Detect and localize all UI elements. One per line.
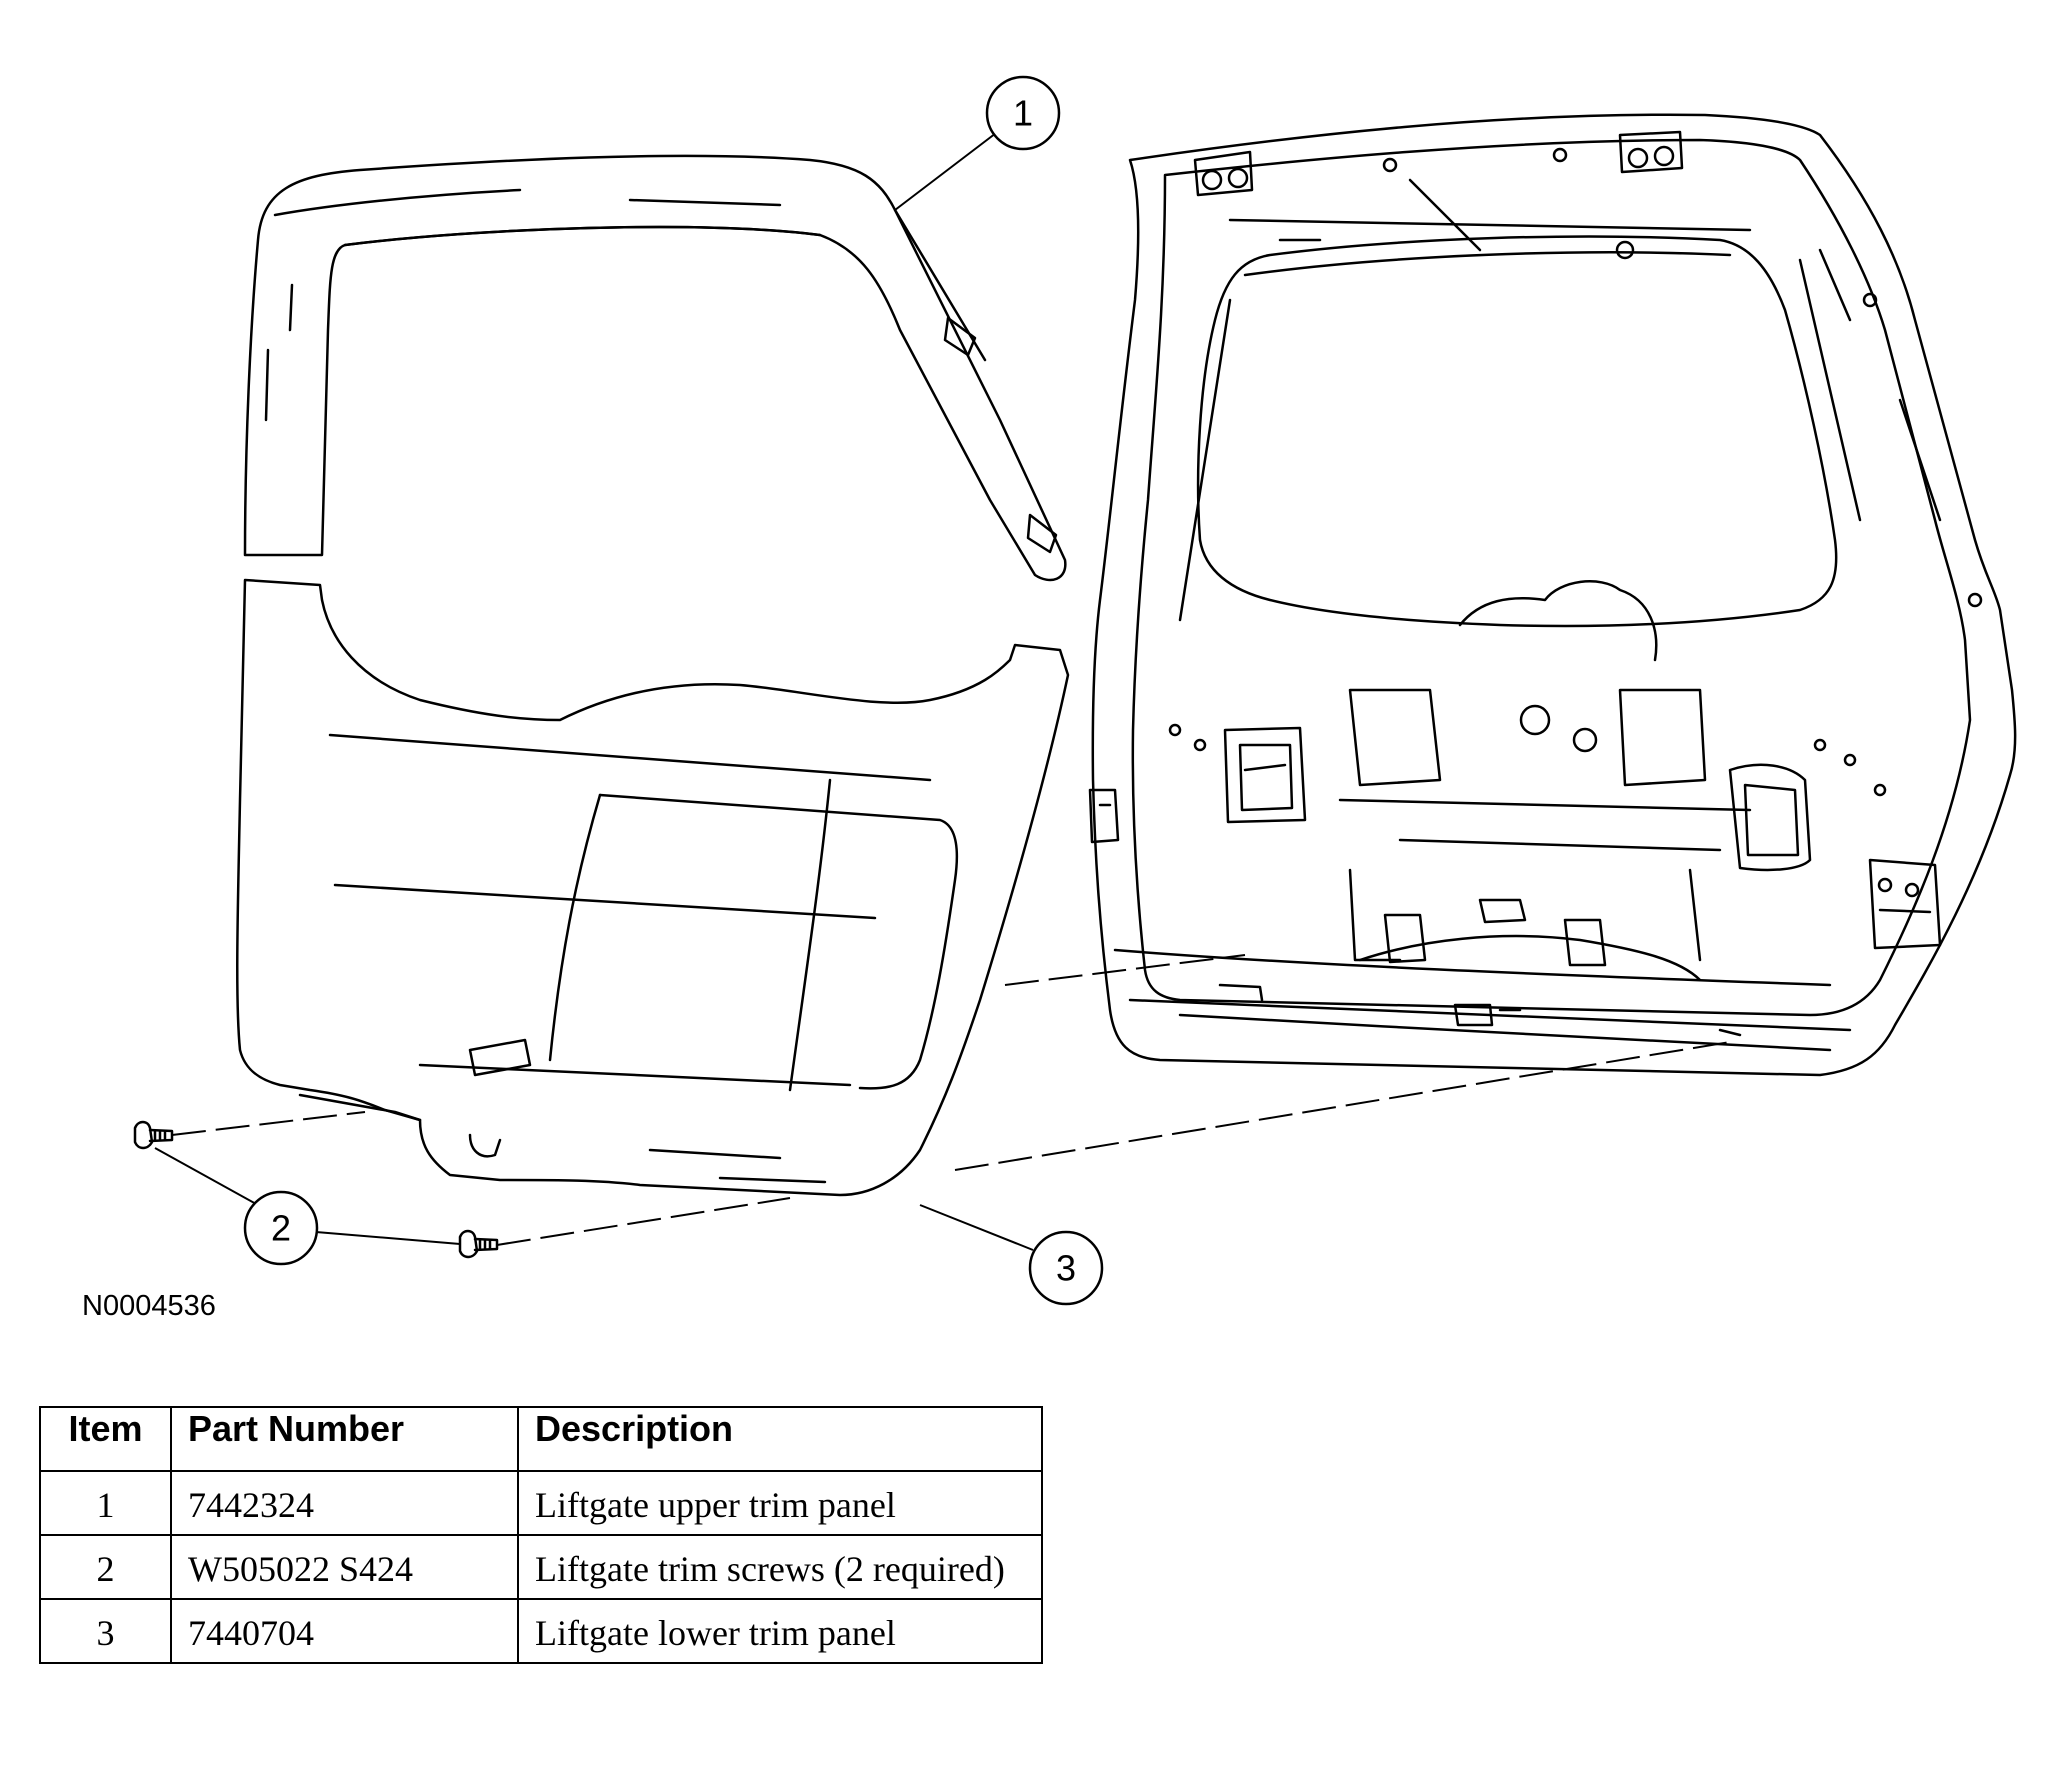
svg-text:1: 1: [1013, 93, 1033, 134]
liftgate-inner-panel: [1088, 113, 2017, 1077]
row-description: Liftgate upper trim panel: [517, 1470, 1043, 1536]
table-row: 3 7440704 Liftgate lower trim panel: [39, 1598, 1043, 1664]
alignment-line-lower: [954, 1041, 1731, 1171]
callout-leader-2b: [315, 1231, 461, 1245]
header-item: Item: [39, 1406, 172, 1472]
callout-leader-3: [919, 1204, 1034, 1251]
callout-leader-2a: [154, 1147, 259, 1206]
row-item: 2: [39, 1534, 172, 1600]
callout-1: 1: [985, 75, 1061, 151]
row-description: Liftgate trim screws (2 required): [517, 1534, 1043, 1600]
row-part-number: W505022 S424: [170, 1534, 519, 1600]
table-header-row: Item Part Number Description: [39, 1406, 1043, 1472]
trim-screw-left: [133, 1120, 174, 1150]
alignment-line-left-screw: [171, 1111, 366, 1136]
table-row: 1 7442324 Liftgate upper trim panel: [39, 1470, 1043, 1536]
svg-text:2: 2: [271, 1208, 291, 1249]
svg-text:3: 3: [1056, 1248, 1076, 1289]
header-description: Description: [517, 1406, 1043, 1472]
callout-2: 2: [243, 1190, 319, 1266]
alignment-line-upper: [1004, 954, 1246, 986]
header-part-number: Part Number: [170, 1406, 519, 1472]
row-item: 3: [39, 1598, 172, 1664]
liftgate-exploded-diagram: 1 2 3: [133, 75, 2017, 1306]
figure-id: N0004536: [82, 1290, 216, 1322]
trim-screw-right: [458, 1229, 499, 1259]
lower-trim-panel: [236, 578, 1070, 1197]
alignment-line-right-screw: [496, 1197, 791, 1246]
upper-trim-panel: [243, 154, 1067, 582]
row-part-number: 7442324: [170, 1470, 519, 1536]
callout-3: 3: [1028, 1230, 1104, 1306]
callout-leader-1: [894, 129, 1001, 211]
table-row: 2 W505022 S424 Liftgate trim screws (2 r…: [39, 1534, 1043, 1600]
parts-table: Item Part Number Description 1 7442324 L…: [39, 1406, 1043, 1664]
row-part-number: 7440704: [170, 1598, 519, 1664]
row-description: Liftgate lower trim panel: [517, 1598, 1043, 1664]
row-item: 1: [39, 1470, 172, 1536]
